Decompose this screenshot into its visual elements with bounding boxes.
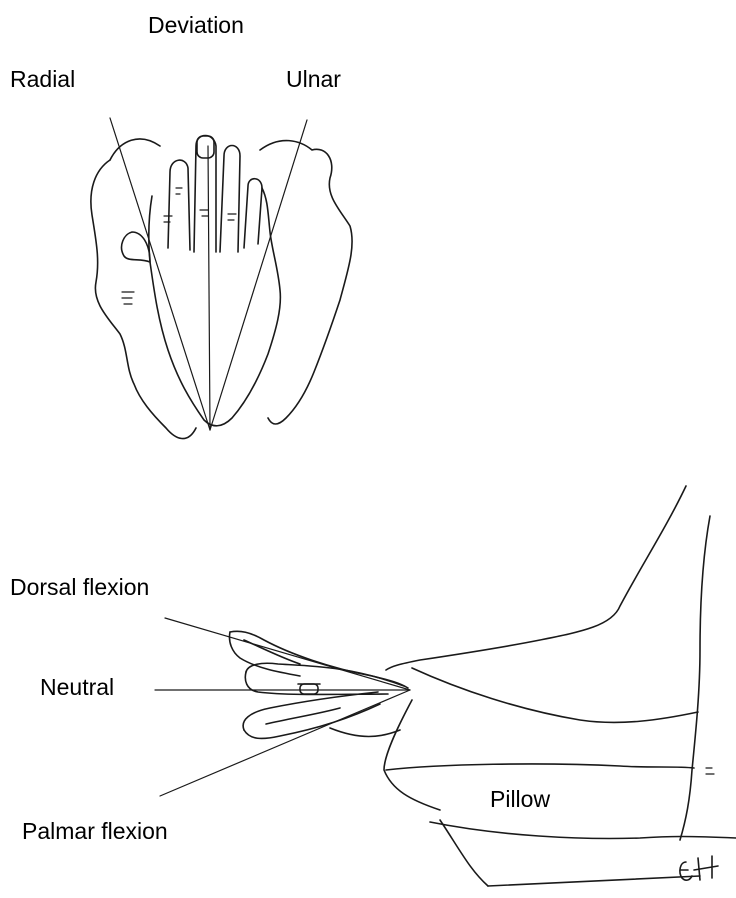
label-palmar-flexion: Palmar flexion bbox=[22, 820, 168, 843]
arm-side-view bbox=[155, 486, 736, 886]
label-deviation: Deviation bbox=[148, 14, 244, 37]
label-ulnar: Ulnar bbox=[286, 68, 341, 91]
hand-top-view bbox=[91, 118, 352, 439]
label-dorsal-flexion: Dorsal flexion bbox=[10, 576, 149, 599]
label-pillow: Pillow bbox=[490, 788, 550, 811]
label-radial: Radial bbox=[10, 68, 75, 91]
label-neutral: Neutral bbox=[40, 676, 114, 699]
